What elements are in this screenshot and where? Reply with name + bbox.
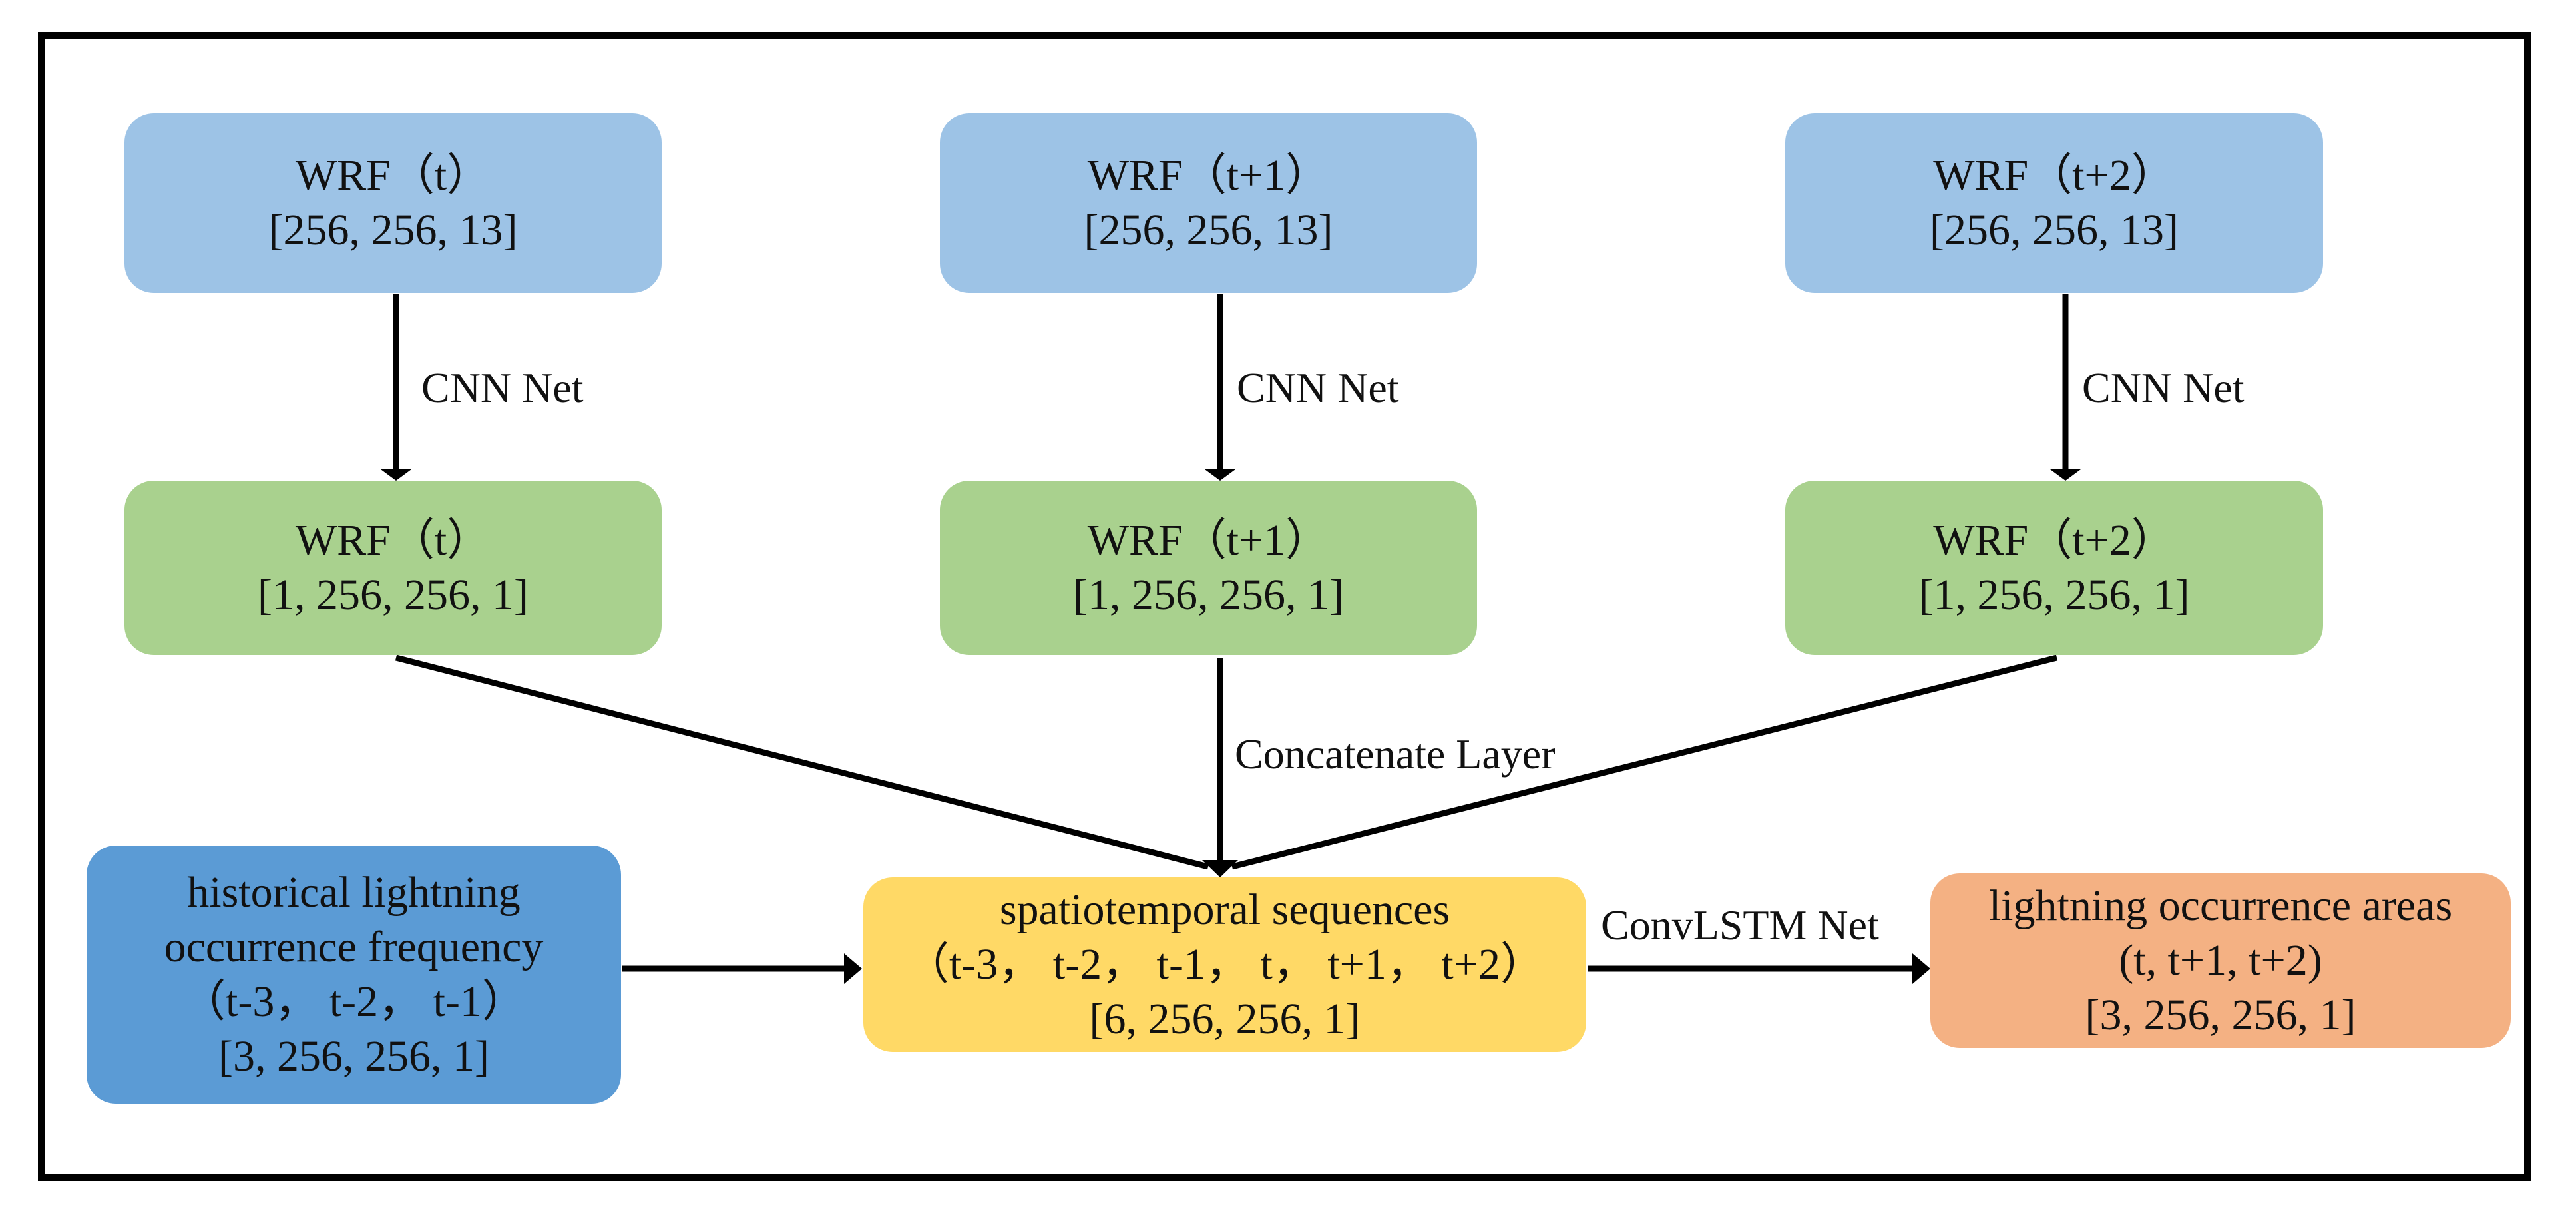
convlstm-net-label: ConvLSTM Net bbox=[1601, 901, 1879, 949]
sequence-line-2: （t-3， t-2， t-1， t， t+1， t+2） bbox=[905, 940, 1544, 989]
spatiotemporal-sequences-box: spatiotemporal sequences （t-3， t-2， t-1，… bbox=[863, 877, 1586, 1052]
cnn-net-label-3: CNN Net bbox=[2082, 364, 2245, 411]
cnn-output-box-t2: WRF（t+2） [1, 256, 256, 1] bbox=[1785, 481, 2323, 655]
sequence-shape: [6, 256, 256, 1] bbox=[1089, 995, 1361, 1043]
cnn-output-shape: [1, 256, 256, 1] bbox=[1073, 571, 1344, 619]
concat-line-left bbox=[395, 654, 1209, 870]
convlstm-arrowhead bbox=[1912, 953, 1930, 984]
historical-lightning-box: historical lightning occurrence frequenc… bbox=[87, 846, 621, 1104]
wrf-input-title: WRF（t） bbox=[295, 151, 491, 200]
cnn-output-title: WRF（t+2） bbox=[1933, 516, 2175, 565]
cnn-output-shape: [1, 256, 256, 1] bbox=[1918, 571, 2190, 619]
cnn-arrowhead-2 bbox=[1205, 469, 1235, 481]
output-line-1: lightning occurrence areas bbox=[1988, 881, 2453, 930]
history-line-1: historical lightning bbox=[187, 868, 521, 917]
history-line-2: occurrence frequency bbox=[164, 923, 544, 971]
cnn-output-box-t1: WRF（t+1） [1, 256, 256, 1] bbox=[940, 481, 1477, 655]
concatenate-layer-label: Concatenate Layer bbox=[1235, 730, 1556, 778]
history-line-3: （t-3， t-2， t-1） bbox=[182, 977, 526, 1026]
wrf-input-box-t: WRF（t） [256, 256, 13] bbox=[124, 113, 662, 293]
wrf-input-title: WRF（t+1） bbox=[1087, 151, 1330, 200]
concat-line-right bbox=[1231, 654, 2058, 870]
cnn-arrowhead-3 bbox=[2050, 469, 2081, 481]
cnn-arrowhead-1 bbox=[381, 469, 411, 481]
cnn-output-title: WRF（t） bbox=[295, 516, 491, 565]
wrf-input-shape: [256, 256, 13] bbox=[268, 206, 518, 254]
history-shape: [3, 256, 256, 1] bbox=[218, 1032, 489, 1081]
cnn-output-title: WRF（t+1） bbox=[1087, 516, 1330, 565]
cnn-net-label-1: CNN Net bbox=[421, 364, 584, 411]
wrf-input-shape: [256, 256, 13] bbox=[1084, 206, 1333, 254]
output-line-2: (t, t+1, t+2) bbox=[2119, 936, 2322, 985]
wrf-input-box-t1: WRF（t+1） [256, 256, 13] bbox=[940, 113, 1477, 293]
concat-arrowhead bbox=[1202, 860, 1238, 877]
wrf-input-title: WRF（t+2） bbox=[1933, 151, 2175, 200]
wrf-input-shape: [256, 256, 13] bbox=[1930, 206, 2179, 254]
wrf-input-box-t2: WRF（t+2） [256, 256, 13] bbox=[1785, 113, 2323, 293]
sequence-line-1: spatiotemporal sequences bbox=[999, 885, 1450, 934]
diagram-frame bbox=[38, 32, 2531, 1181]
cnn-net-label-2: CNN Net bbox=[1237, 364, 1399, 411]
lightning-occurrence-areas-box: lightning occurrence areas (t, t+1, t+2)… bbox=[1930, 873, 2511, 1048]
cnn-output-shape: [1, 256, 256, 1] bbox=[258, 571, 529, 619]
output-shape: [3, 256, 256, 1] bbox=[2085, 991, 2356, 1039]
history-arrowhead bbox=[844, 953, 862, 984]
cnn-output-box-t: WRF（t） [1, 256, 256, 1] bbox=[124, 481, 662, 655]
